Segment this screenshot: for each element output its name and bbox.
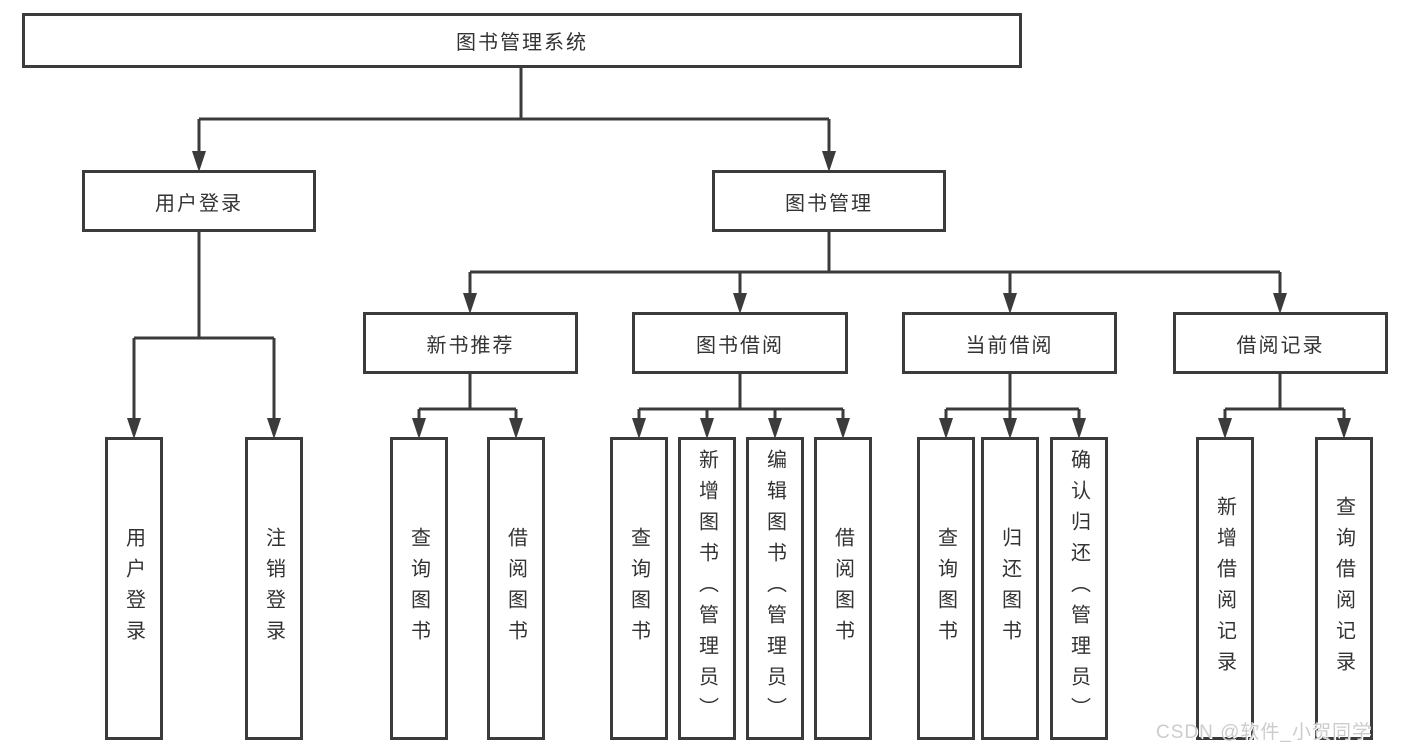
leaf-user-login: 用户登录	[105, 437, 163, 740]
node-user-login: 用户登录	[82, 170, 316, 232]
leaf-return-books-label: 归还图书	[998, 526, 1021, 651]
node-library-management-system: 图书管理系统	[22, 13, 1022, 68]
leaf-add-books-admin-label: 新增图书（管理员）	[695, 449, 718, 728]
leaf-borrow-books-recommend: 借阅图书	[487, 437, 545, 740]
leaf-query-books-current-label: 查询图书	[934, 526, 957, 651]
leaf-query-borrow-record: 查询借阅记录	[1315, 437, 1373, 740]
leaf-logout-label: 注销登录	[262, 526, 285, 651]
leaf-user-login-label: 用户登录	[122, 526, 145, 651]
csdn-watermark: CSDN @软件_小贺同学	[1156, 722, 1372, 743]
leaf-confirm-return-admin-label: 确认归还（管理员）	[1067, 449, 1090, 728]
leaf-borrow-books-recommend-label: 借阅图书	[504, 526, 527, 651]
leaf-confirm-return-admin: 确认归还（管理员）	[1050, 437, 1108, 740]
leaf-query-borrow-record-label: 查询借阅记录	[1332, 495, 1355, 682]
leaf-return-books: 归还图书	[981, 437, 1039, 740]
leaf-add-borrow-record-label: 新增借阅记录	[1213, 495, 1236, 682]
leaf-add-borrow-record: 新增借阅记录	[1196, 437, 1254, 740]
node-current-borrowing: 当前借阅	[902, 312, 1117, 374]
node-book-management: 图书管理	[712, 170, 946, 232]
node-new-book-recommend: 新书推荐	[363, 312, 578, 374]
leaf-add-books-admin: 新增图书（管理员）	[678, 437, 736, 740]
leaf-borrow-books: 借阅图书	[814, 437, 872, 740]
leaf-edit-books-admin-label: 编辑图书（管理员）	[763, 449, 786, 728]
leaf-query-books-current: 查询图书	[917, 437, 975, 740]
leaf-edit-books-admin: 编辑图书（管理员）	[746, 437, 804, 740]
leaf-query-books-recommend-label: 查询图书	[407, 526, 430, 651]
leaf-query-books-recommend: 查询图书	[390, 437, 448, 740]
leaf-logout: 注销登录	[245, 437, 303, 740]
node-book-borrowing: 图书借阅	[632, 312, 848, 374]
leaf-borrow-books-label: 借阅图书	[831, 526, 854, 651]
node-borrow-records: 借阅记录	[1173, 312, 1388, 374]
leaf-query-books-borrowing-label: 查询图书	[627, 526, 650, 651]
leaf-query-books-borrowing: 查询图书	[610, 437, 668, 740]
